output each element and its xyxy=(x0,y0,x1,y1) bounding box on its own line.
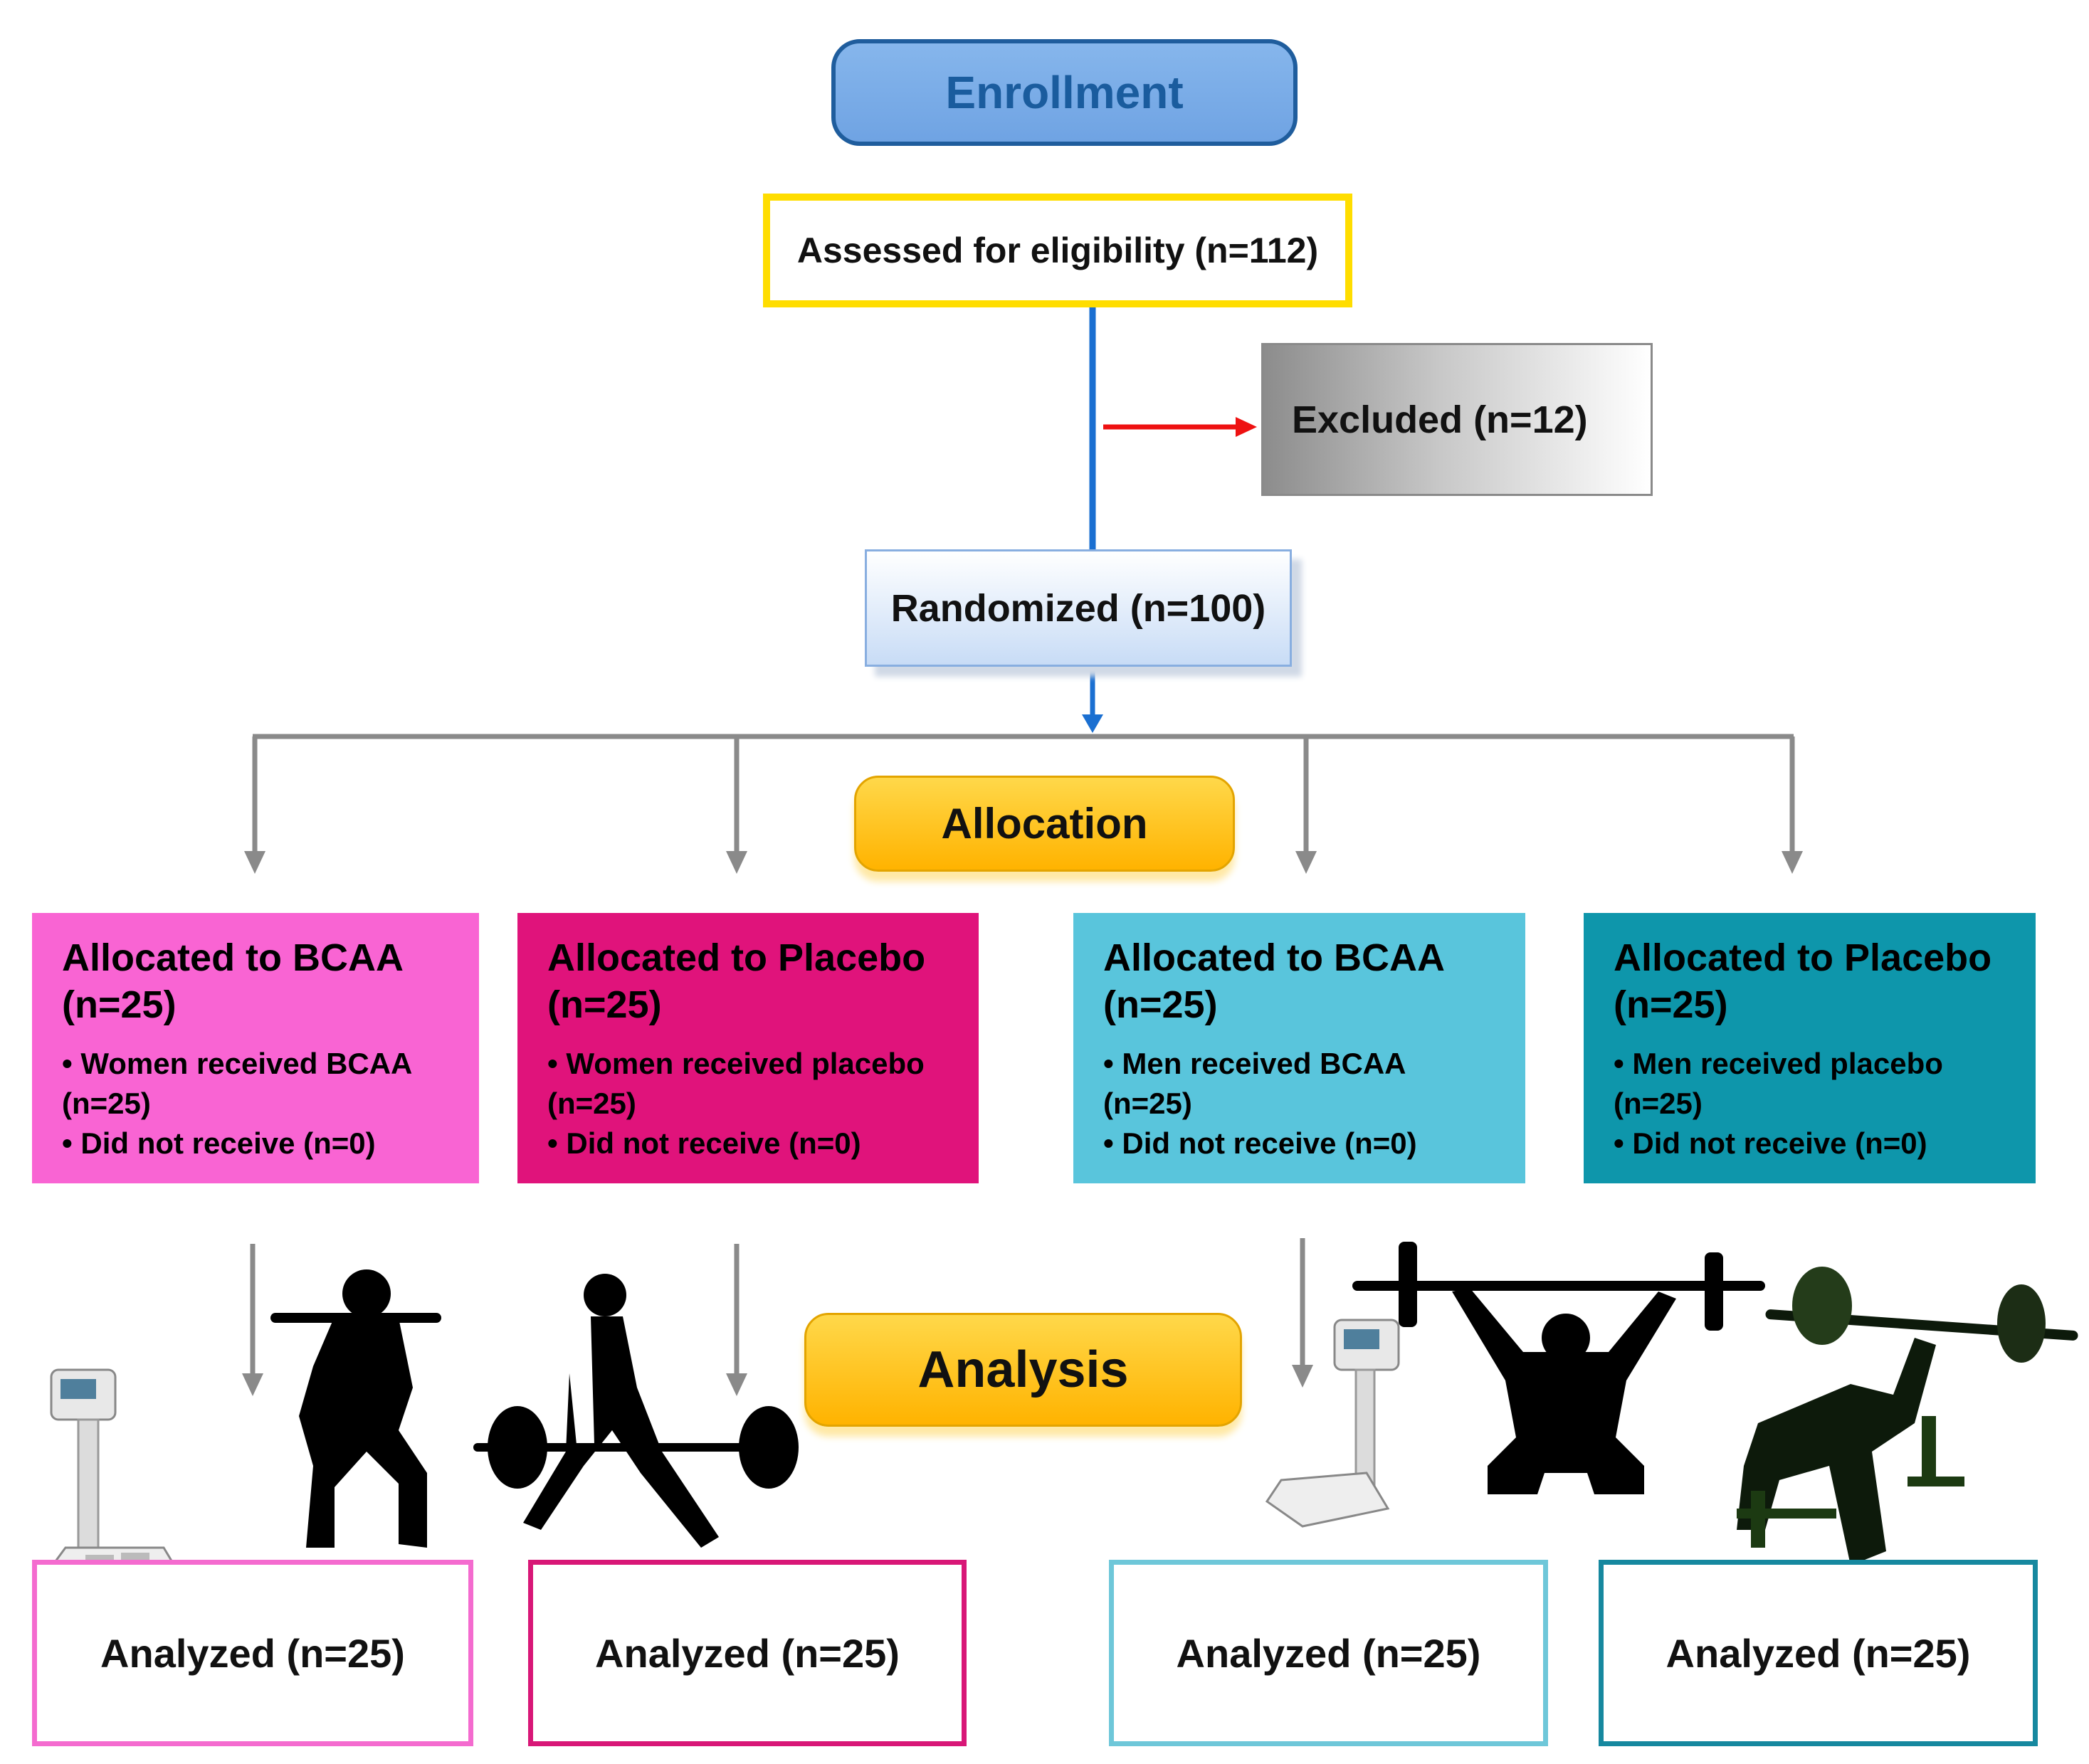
group-title: Allocated to Placebo xyxy=(547,936,926,979)
group-n: (n=25) xyxy=(547,983,662,1026)
group-received: • Women received BCAA (n=25) • Did not r… xyxy=(62,1047,413,1160)
analysis-drops xyxy=(242,1238,1313,1396)
woman-deadlift-icon xyxy=(473,1274,799,1548)
group-n: (n=25) xyxy=(1614,983,1728,1026)
body-scale-icon-2 xyxy=(1265,1319,1400,1528)
man-overhead-squat-icon xyxy=(1352,1242,1765,1494)
group-men-placebo: Allocated to Placebo (n=25) • Men receiv… xyxy=(1584,913,2036,1183)
woman-squat-icon xyxy=(270,1269,441,1548)
excluded-arrowhead xyxy=(1236,417,1257,437)
group-title: Allocated to Placebo xyxy=(1614,936,1992,979)
analysis-header: Analysis xyxy=(804,1313,1242,1427)
analyzed-men-bcaa: Analyzed (n=25) xyxy=(1109,1560,1548,1746)
man-bench-press-icon xyxy=(1737,1267,2078,1565)
randomized-box: Randomized (n=100) xyxy=(865,549,1292,667)
group-title: Allocated to BCAA xyxy=(1103,936,1446,979)
assessed-box: Assessed for eligibility (n=112) xyxy=(763,194,1352,307)
group-women-bcaa: Allocated to BCAA (n=25) • Women receive… xyxy=(32,913,479,1183)
analyzed-women-bcaa: Analyzed (n=25) xyxy=(32,1560,473,1746)
analyzed-men-placebo: Analyzed (n=25) xyxy=(1599,1560,2038,1746)
group-received: • Men received placebo (n=25) • Did not … xyxy=(1614,1047,1943,1160)
group-received: • Women received placebo (n=25) • Did no… xyxy=(547,1047,925,1160)
enrollment-header: Enrollment xyxy=(831,39,1298,146)
analyzed-women-placebo: Analyzed (n=25) xyxy=(528,1560,967,1746)
branch-drops xyxy=(244,736,1803,874)
group-men-bcaa: Allocated to BCAA (n=25) • Men received … xyxy=(1073,913,1525,1183)
excluded-box: Excluded (n=12) xyxy=(1261,343,1653,496)
group-title: Allocated to BCAA xyxy=(62,936,404,979)
group-n: (n=25) xyxy=(62,983,177,1026)
randomized-arrowhead xyxy=(1082,714,1103,733)
group-n: (n=25) xyxy=(1103,983,1218,1026)
allocation-header: Allocation xyxy=(854,776,1235,872)
group-received: • Men received BCAA (n=25) • Did not rec… xyxy=(1103,1047,1417,1160)
group-women-placebo: Allocated to Placebo (n=25) • Women rece… xyxy=(517,913,979,1183)
